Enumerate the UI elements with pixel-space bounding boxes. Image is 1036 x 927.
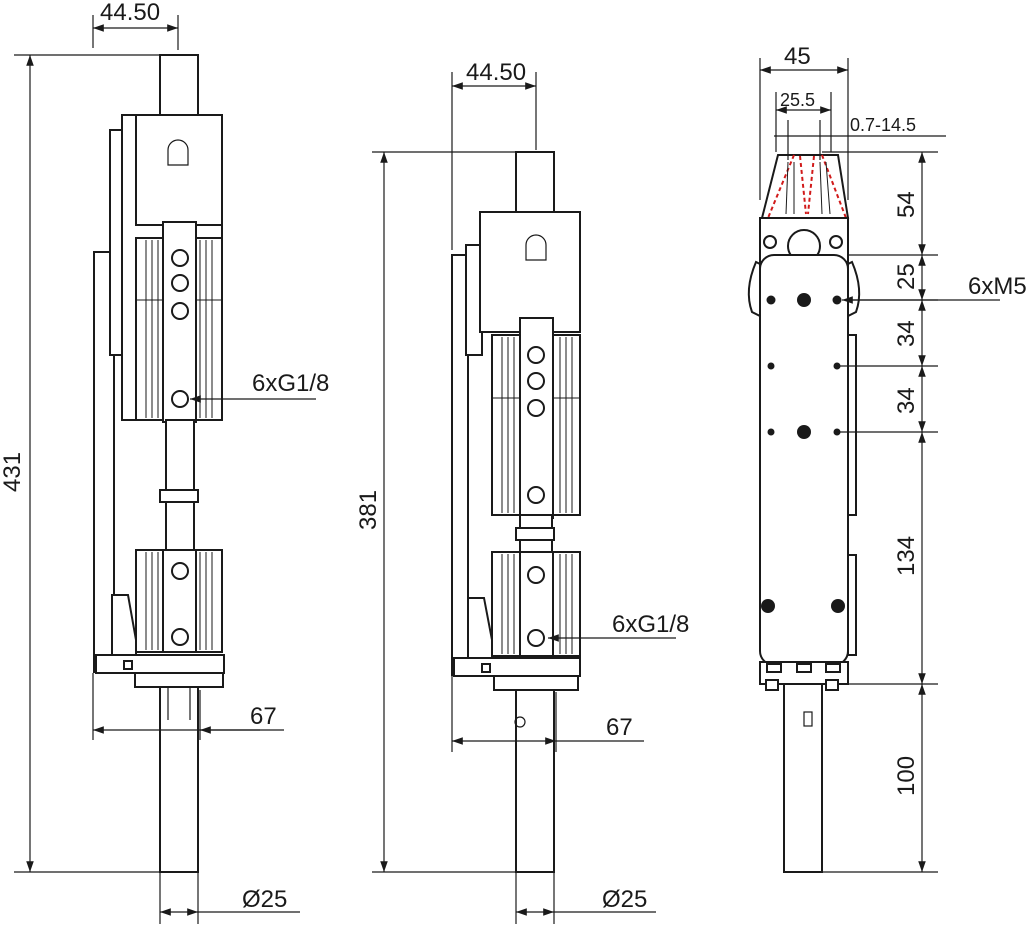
left-width-dim: 44.50 [100,0,160,26]
left-base-dim: 67 [250,703,277,730]
right-view: 45 25.5 0.7-14.5 54 25 34 34 134 100 6xM… [747,43,1027,873]
right-inner-width-dim: 25.5 [780,90,815,110]
left-rod-dim: Ø25 [242,886,287,913]
middle-view: 44.50 381 6xG1/8 67 Ø25 [355,59,689,924]
middle-base-dim: 67 [606,714,633,741]
right-dim-100: 100 [893,756,920,796]
right-width-dim: 45 [784,43,811,70]
left-view: 44.50 431 6xG1/8 67 Ø25 [0,0,329,924]
left-port-callout: 6xG1/8 [252,370,329,397]
right-dim-25: 25 [893,263,920,290]
middle-width-dim: 44.50 [466,59,526,86]
right-dim-34-b: 34 [893,387,920,414]
right-dim-54: 54 [893,191,920,218]
left-height-dim: 431 [0,452,26,492]
right-thread-callout: 6xM5 [968,273,1027,300]
right-dim-34-a: 34 [893,320,920,347]
right-jaw-range-dim: 0.7-14.5 [850,115,916,135]
right-dim-134: 134 [893,536,920,576]
middle-rod-dim: Ø25 [602,886,647,913]
middle-height-dim: 381 [355,490,382,530]
middle-port-callout: 6xG1/8 [612,611,689,638]
